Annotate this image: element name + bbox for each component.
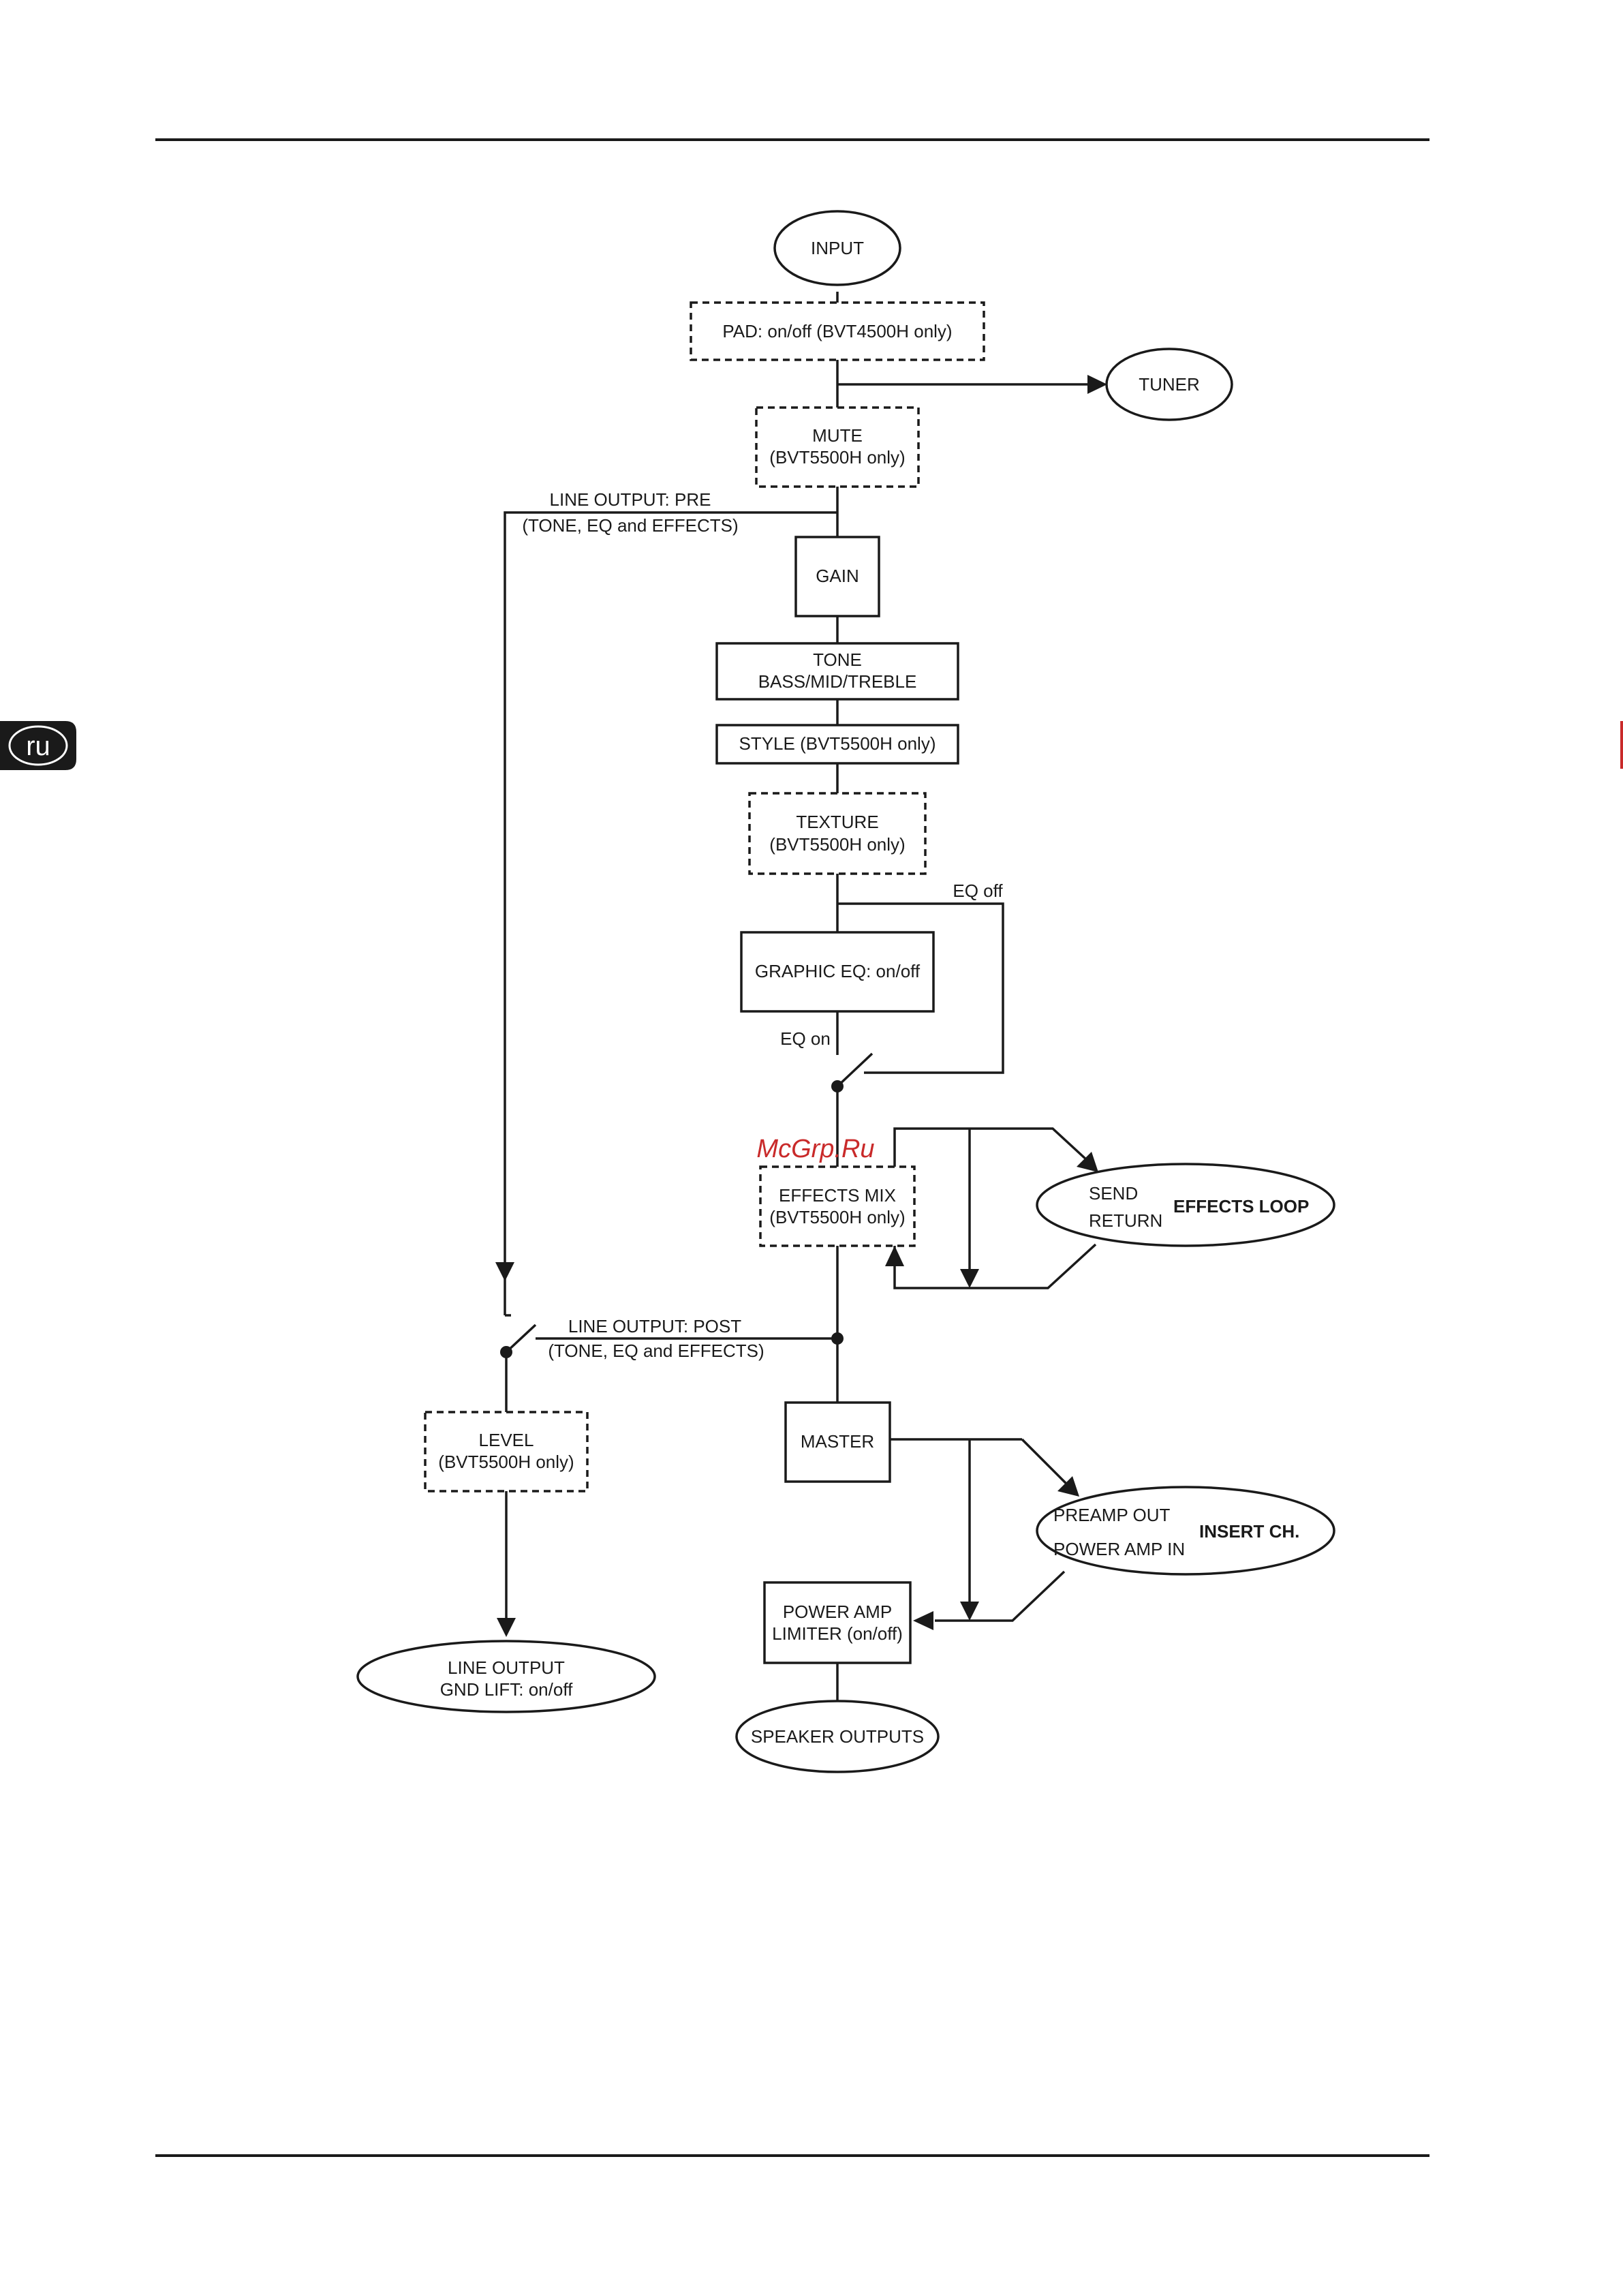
- arrow-to-tuner: [1087, 375, 1107, 394]
- style-label: STYLE (BVT5500H only): [739, 733, 936, 754]
- effects-mix-label-2: (BVT5500H only): [769, 1207, 905, 1227]
- line-output-pre-label-2: (TONE, EQ and EFFECTS): [522, 515, 738, 536]
- tuner-node: TUNER: [1105, 348, 1233, 421]
- tone-label-2: BASS/MID/TREBLE: [758, 671, 917, 692]
- mute-label-1: MUTE: [812, 425, 863, 446]
- master-box: MASTER: [784, 1401, 891, 1483]
- pad-box: PAD: on/off (BVT4500H only): [690, 301, 985, 361]
- tuner-label: TUNER: [1139, 374, 1200, 395]
- effects-mix-box: EFFECTS MIX (BVT5500H only): [759, 1165, 916, 1247]
- effects-loop-title: EFFECTS LOOP: [1173, 1196, 1309, 1216]
- effects-loop-node: SEND RETURN EFFECTS LOOP: [1036, 1163, 1335, 1247]
- line-output-label-2: GND LIFT: on/off: [440, 1679, 573, 1700]
- pad-label: PAD: on/off (BVT4500H only): [722, 321, 952, 341]
- arrow-to-limiter: [913, 1611, 933, 1630]
- speaker-outputs-node: SPEAKER OUTPUTS: [735, 1700, 940, 1773]
- speaker-outputs-label: SPEAKER OUTPUTS: [751, 1726, 924, 1747]
- right-edge-mark: [1620, 721, 1623, 769]
- line-output-label-1: LINE OUTPUT: [448, 1657, 565, 1678]
- arrow-to-preamp-out: [1057, 1476, 1079, 1497]
- junction-dot-eq-switch: [831, 1080, 844, 1092]
- limiter-label-1: POWER AMP: [783, 1602, 892, 1622]
- level-box: LEVEL (BVT5500H only): [424, 1411, 589, 1493]
- eq-off-label: EQ off: [953, 881, 1003, 901]
- limiter-label-2: LIMITER (on/off): [772, 1623, 903, 1644]
- watermark: McGrp.Ru: [756, 1135, 874, 1163]
- power-amp-limiter-box: POWER AMP LIMITER (on/off): [763, 1581, 912, 1664]
- effects-mix-label-1: EFFECTS MIX: [779, 1185, 896, 1206]
- mute-label-2: (BVT5500H only): [769, 447, 905, 468]
- insert-preamp-out: PREAMP OUT: [1053, 1505, 1171, 1525]
- line-output-post-label-1: LINE OUTPUT: POST: [568, 1316, 741, 1336]
- language-tab: ru: [0, 721, 76, 770]
- eq-on-label: EQ on: [780, 1028, 831, 1049]
- connections: [504, 292, 1097, 1702]
- arrow-to-send: [1077, 1152, 1098, 1172]
- language-tab-label: ru: [26, 731, 50, 761]
- graphic-eq-label: GRAPHIC EQ: on/off: [755, 961, 921, 981]
- junction-dot-post: [831, 1332, 844, 1345]
- arrow-to-line-output: [497, 1618, 516, 1637]
- arrow-return-up: [885, 1246, 904, 1266]
- line-output-post-label-2: (TONE, EQ and EFFECTS): [548, 1341, 764, 1361]
- mute-box: MUTE (BVT5500H only): [755, 406, 920, 488]
- texture-label-1: TEXTURE: [796, 812, 878, 832]
- input-label: INPUT: [811, 238, 864, 258]
- graphic-eq-box: GRAPHIC EQ: on/off: [740, 931, 935, 1013]
- line-output-pre-label-1: LINE OUTPUT: PRE: [550, 489, 711, 510]
- line-output-node: LINE OUTPUT GND LIFT: on/off: [356, 1640, 656, 1713]
- texture-box: TEXTURE (BVT5500H only): [748, 792, 927, 875]
- master-label: MASTER: [801, 1431, 874, 1452]
- insert-ch-node: PREAMP OUT POWER AMP IN INSERT CH.: [1036, 1486, 1335, 1576]
- texture-label-2: (BVT5500H only): [769, 834, 905, 855]
- junction-dot-line-switch: [500, 1346, 512, 1358]
- style-box: STYLE (BVT5500H only): [715, 724, 959, 765]
- tone-box: TONE BASS/MID/TREBLE: [715, 642, 959, 701]
- gain-box: GAIN: [794, 536, 880, 617]
- level-label-2: (BVT5500H only): [438, 1452, 574, 1472]
- tone-label-1: TONE: [813, 649, 862, 670]
- level-label-1: LEVEL: [479, 1430, 534, 1450]
- effects-loop-return: RETURN: [1089, 1210, 1162, 1231]
- insert-ch-title: INSERT CH.: [1199, 1521, 1299, 1542]
- gain-label: GAIN: [816, 566, 859, 586]
- input-node: INPUT: [773, 210, 901, 286]
- arrow-loop-down: [960, 1269, 979, 1288]
- effects-loop-send: SEND: [1089, 1183, 1138, 1204]
- insert-power-amp-in: POWER AMP IN: [1053, 1539, 1185, 1559]
- arrow-master-down: [960, 1602, 979, 1621]
- arrow-line-out-pre: [495, 1262, 514, 1281]
- arrowheads: [495, 375, 1107, 1637]
